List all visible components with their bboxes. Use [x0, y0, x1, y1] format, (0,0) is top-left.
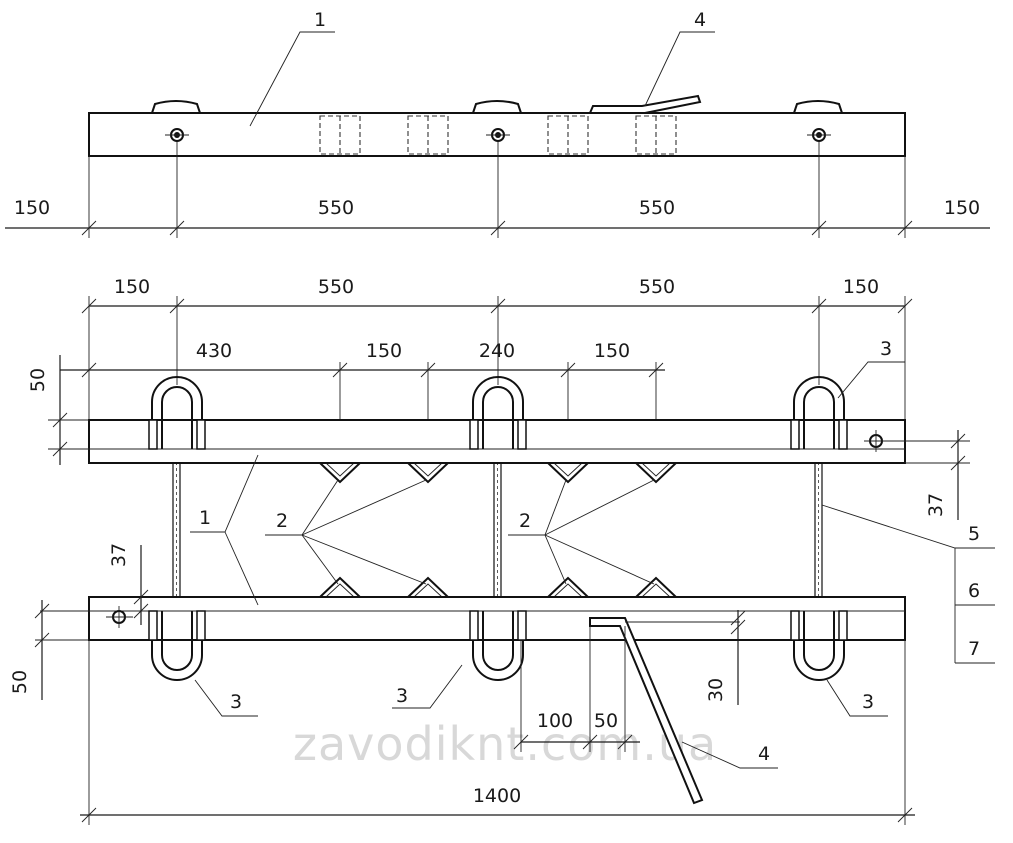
plan-overall-dim-lines: [80, 640, 915, 825]
plan-staples-top: [148, 376, 848, 450]
plan-view: 150 550 550 150 430 150 240 150: [9, 276, 995, 825]
plan-dim-550-left: 550: [318, 276, 354, 298]
plan-bottom-small-dim-lines: [513, 610, 746, 752]
plan-callout-3-leaders: [194, 361, 905, 717]
top-callout-1-leader: [249, 31, 335, 127]
plan-callout-567-lines: [821, 504, 995, 664]
watermark: zavodiknt.com.ua: [293, 717, 717, 771]
plan-top-bar: [88, 419, 906, 464]
plan-dim-50-bottom: 50: [9, 670, 31, 694]
top-view-staple-right: [793, 100, 843, 114]
top-view: 150 550 550 150 1 4: [5, 9, 990, 238]
plan-callout-1-leaders: [190, 454, 259, 606]
plan-dim-150-right: 150: [843, 276, 879, 298]
top-callout-4: 4: [694, 9, 706, 31]
plan-staples-bottom: [148, 610, 848, 681]
plan-dim-150-a: 150: [366, 340, 402, 362]
plan-dim-550-right: 550: [639, 276, 675, 298]
plan-callout-2b: 2: [519, 510, 531, 532]
plan-callout-2a-leaders: [265, 479, 427, 585]
plan-dim-50-top: 50: [27, 368, 49, 392]
plan-callout-7: 7: [968, 638, 980, 660]
plan-dim-430: 430: [196, 340, 232, 362]
plan-spikes-bottom: [317, 576, 679, 598]
plan-callout-2a: 2: [276, 510, 288, 532]
top-view-bolts: [165, 128, 831, 142]
top-view-hidden-spikes: [319, 115, 677, 155]
plan-dim-30: 30: [705, 678, 727, 702]
plan-bottom-bar: [88, 596, 906, 641]
plan-dim-150-b: 150: [594, 340, 630, 362]
top-callout-1: 1: [314, 9, 326, 31]
plan-dim-50-lever: 50: [594, 710, 618, 732]
plan-dim-100: 100: [537, 710, 573, 732]
plan-rods: [172, 461, 823, 599]
top-dim-150-right: 150: [944, 197, 980, 219]
plan-dim-1400: 1400: [473, 785, 521, 807]
plan-dim-240: 240: [479, 340, 515, 362]
top-view-staple-left: [151, 100, 201, 114]
plan-callout-3-top-right: 3: [880, 338, 892, 360]
plan-dim-37-left: 37: [108, 543, 130, 567]
plan-dim-150-left: 150: [114, 276, 150, 298]
plan-callout-1: 1: [199, 507, 211, 529]
top-view-staple-mid: [472, 100, 522, 114]
plan-right-dim-lines: [876, 430, 970, 520]
top-dim-550-left: 550: [318, 197, 354, 219]
plan-callout-6: 6: [968, 580, 980, 602]
top-view-lever: [589, 94, 702, 114]
plan-dim-37-right: 37: [925, 493, 947, 517]
top-dim-150-left: 150: [14, 197, 50, 219]
plan-callout-3-bottom-mid: 3: [396, 685, 408, 707]
plan-callout-3-bottom-right: 3: [862, 691, 874, 713]
plan-callout-4: 4: [758, 743, 770, 765]
plan-callout-3-bottom-left: 3: [230, 691, 242, 713]
plan-callout-4-leader: [681, 741, 778, 769]
plan-callout-2b-leaders: [508, 479, 655, 585]
top-dim-550-right: 550: [639, 197, 675, 219]
plan-left-dim-lines: [34, 355, 149, 700]
top-callout-4-leader: [644, 31, 715, 107]
top-view-dim-lines: [5, 142, 990, 238]
plan-callout-5: 5: [968, 523, 980, 545]
